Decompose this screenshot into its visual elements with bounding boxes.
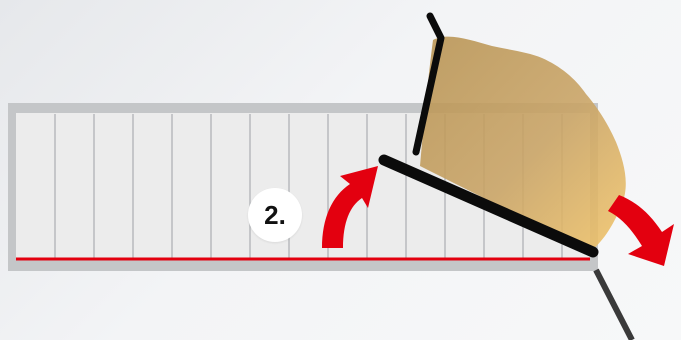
curved-arrow-up-icon (322, 166, 378, 248)
support-rod (593, 268, 635, 340)
step-number-label: 2. (264, 199, 286, 230)
scraper-edge (378, 154, 599, 258)
step-number-badge: 2. (248, 188, 302, 242)
curved-arrow-down-right-icon (608, 195, 674, 266)
scraper-tool (378, 12, 599, 258)
material-pile (420, 36, 626, 250)
radiator-bottom-bar (8, 259, 598, 271)
scraper-handle (412, 12, 445, 156)
